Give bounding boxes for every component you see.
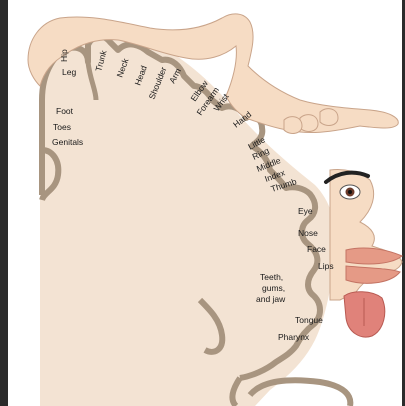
label-genitals: Genitals (52, 137, 83, 147)
label-hip: Hip (59, 49, 69, 62)
label-teeth-line1: Teeth, (260, 272, 283, 282)
label-foot: Foot (56, 106, 74, 116)
label-eye: Eye (298, 206, 313, 216)
label-pharynx: Pharynx (278, 332, 310, 342)
label-tongue: Tongue (295, 315, 323, 325)
label-lips: Lips (318, 261, 334, 271)
label-teeth-line2: gums, (262, 283, 285, 293)
label-leg: Leg (62, 67, 76, 77)
finger-1 (300, 115, 318, 132)
label-nose: Nose (298, 228, 318, 238)
label-toes: Toes (53, 122, 71, 132)
finger-3 (284, 117, 302, 134)
label-teeth-line3: and jaw (256, 294, 286, 304)
finger-2 (320, 109, 338, 126)
pupil (348, 190, 352, 194)
label-face: Face (307, 244, 326, 254)
